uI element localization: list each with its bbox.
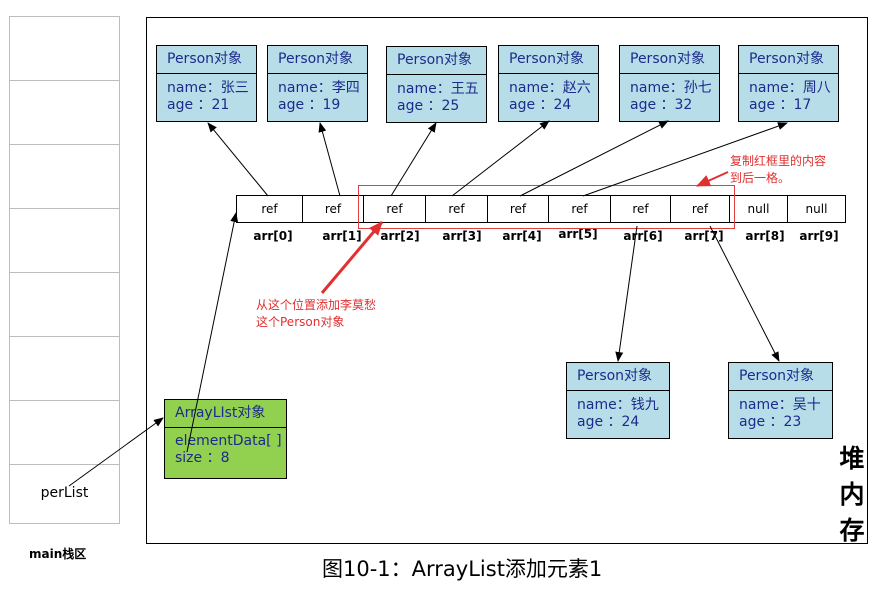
person-name: name：吴十 [739,397,821,413]
person-header: Person对象 [620,46,719,74]
insert-note: 从这个位置添加李莫愁 这个Person对象 [256,297,376,331]
ref-arrow-6 [615,225,638,362]
array-cell-2: ref [363,195,426,223]
insert-note-line1: 从这个位置添加李莫愁 [256,298,377,312]
person-name: name：赵六 [509,80,591,96]
person-age: age ：24 [577,414,640,430]
main-stack-frame: perList [9,16,120,524]
copy-note-arrow [696,171,729,187]
person-object-6: Person对象 name：钱九 age ：24 [566,362,670,439]
heap-region [146,17,868,544]
person-header: Person对象 [387,47,486,75]
person-name: name：钱九 [577,397,659,413]
stack-slot [10,145,119,209]
person-object-1: Person对象 name：李四 age ：19 [267,45,368,122]
array-index-6: arr[6] [623,229,663,243]
person-header: Person对象 [567,363,669,391]
ref-arrow-2 [390,122,437,197]
array-cell-6: ref [610,195,671,223]
arraylist-header: ArrayLIst对象 [165,400,286,428]
person-name: name：孙七 [630,80,712,96]
array-cell-9: null [787,195,846,223]
person-age: age ：24 [509,97,572,113]
person-header: Person对象 [739,46,838,74]
stack-slot [10,209,119,273]
arraylist-object: ArrayLIst对象 elementData[ ] size ：8 [164,399,287,479]
person-object-3: Person对象 name：赵六 age ：24 [498,45,599,122]
stack-slot [10,337,119,401]
stack-slot [10,273,119,337]
array-index-9: arr[9] [799,229,839,243]
array-cell-5: ref [548,195,611,223]
person-name: name：张三 [167,80,249,96]
person-age: age ：32 [630,97,693,113]
copy-region-highlight [358,185,735,229]
person-header: Person对象 [268,46,367,74]
array-index-3: arr[3] [442,229,482,243]
perlist-to-arraylist-arrow [68,417,164,487]
person-object-0: Person对象 name：张三 age ：21 [156,45,257,122]
ref-arrow-7 [709,225,780,362]
stack-slot [10,81,119,145]
array-cell-1: ref [302,195,364,223]
array-index-0: arr[0] [253,229,293,243]
person-age: age ：19 [278,97,341,113]
array-cell-0: ref [236,195,303,223]
stack-slot [10,17,119,81]
person-object-7: Person对象 name：吴十 age ：23 [728,362,833,439]
person-header: Person对象 [729,363,832,391]
ref-arrow-1 [318,122,341,197]
ref-arrow-5 [582,122,788,197]
ref-arrow-3 [451,120,550,197]
array-cell-3: ref [425,195,488,223]
copy-note-line2: 到后一格。 [730,171,791,185]
person-object-5: Person对象 name：周八 age ：17 [738,45,839,122]
insert-note-arrow [320,221,384,294]
heap-label: 堆内存 [839,444,865,545]
person-object-2: Person对象 name：王五 age ：25 [386,46,487,123]
stack-slot [10,401,119,465]
array-cell-8: null [729,195,788,223]
copy-note-line1: 复制红框里的内容 [730,154,827,168]
array-index-4: arr[4] [502,229,542,243]
array-index-2: arr[2] [380,229,420,243]
person-name: name：周八 [749,80,831,96]
ref-arrow-0 [207,122,269,197]
array-index-5: arr[5] [558,227,598,241]
copy-note: 复制红框里的内容 到后一格。 [730,153,826,187]
person-age: age ：23 [739,414,802,430]
stack-variable-perlist: perList [40,485,89,501]
stack-caption: main栈区 [29,547,87,561]
person-age: age ：17 [749,97,812,113]
figure-caption: 图10-1：ArrayList添加元素1 [322,557,603,581]
arraylist-to-array-arrow [186,212,239,453]
person-header: Person对象 [499,46,598,74]
person-age: age ：25 [397,98,460,114]
arraylist-elementdata-field: elementData[ ] [175,433,282,449]
person-name: name：李四 [278,80,360,96]
person-name: name：王五 [397,81,479,97]
person-age: age ：21 [167,97,230,113]
array-index-1: arr[1] [322,229,362,243]
ref-arrow-4 [519,120,669,197]
array-cell-7: ref [670,195,730,223]
person-object-4: Person对象 name：孙七 age ：32 [619,45,720,122]
arraylist-size-field: size ：8 [175,450,230,466]
insert-note-line2: 这个Person对象 [256,315,345,329]
person-header: Person对象 [157,46,256,74]
array-index-8: arr[8] [745,229,785,243]
